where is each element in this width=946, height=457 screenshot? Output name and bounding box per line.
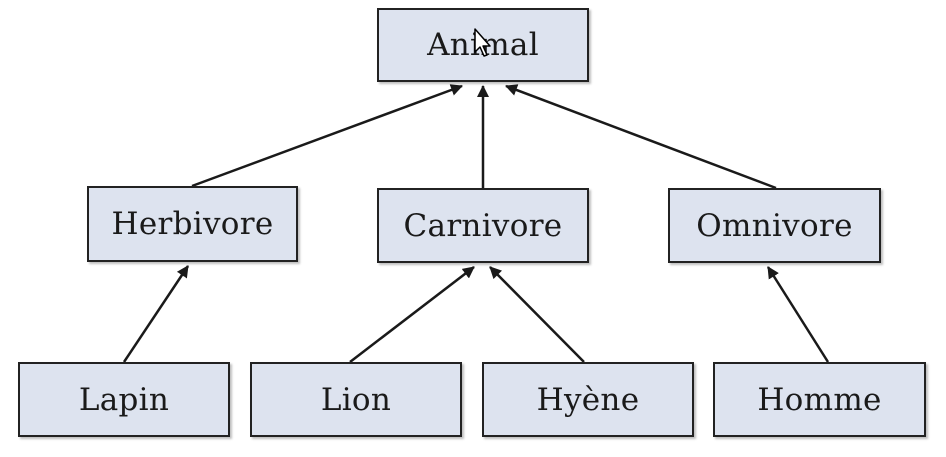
node-herbivore-label: Herbivore (111, 206, 274, 242)
node-carnivore: Carnivore (377, 188, 589, 263)
node-lion-label: Lion (320, 381, 392, 418)
edge-herbivore-animal (191, 84, 463, 188)
node-lapin: Lapin (18, 362, 230, 437)
node-lion: Lion (250, 362, 462, 437)
node-hyene-label: Hyène (536, 381, 640, 418)
node-omnivore-label: Omnivore (696, 207, 853, 244)
node-carnivore-label: Carnivore (403, 207, 563, 244)
node-homme-label: Homme (757, 381, 882, 418)
node-hyene: Hyène (482, 362, 694, 437)
node-herbivore: Herbivore (87, 186, 298, 262)
node-homme: Homme (713, 362, 926, 437)
edge-omnivore-animal (505, 84, 777, 190)
edge-lapin-herbivore (122, 265, 190, 363)
edge-homme-omnivore (766, 266, 830, 363)
edge-hyene-carnivore (489, 266, 585, 363)
node-lapin-label: Lapin (78, 381, 170, 418)
node-omnivore: Omnivore (668, 188, 881, 263)
edge-lion-carnivore (349, 266, 475, 363)
node-animal: Animal (377, 8, 589, 82)
node-animal-label: Animal (427, 27, 539, 63)
